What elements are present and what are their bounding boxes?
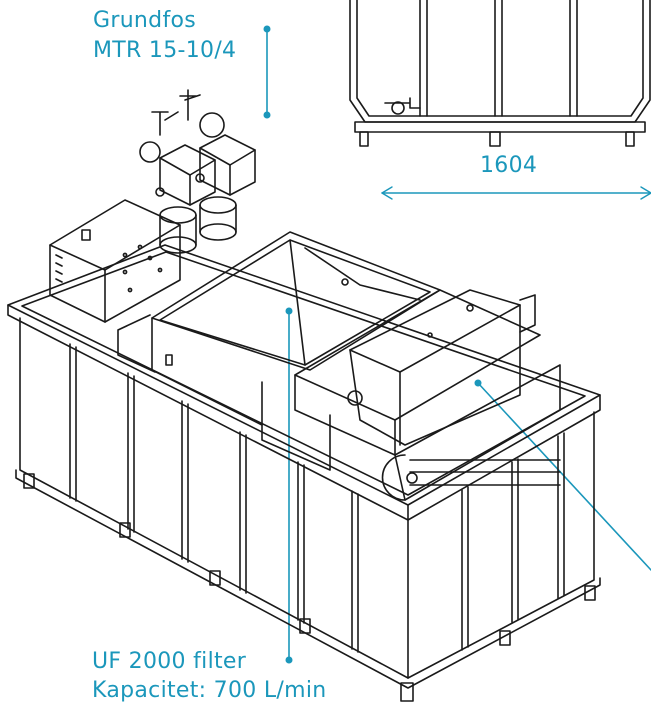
dimension-label: 1604 — [480, 153, 538, 178]
tank-top-view — [349, 0, 651, 147]
filter-unit — [261, 289, 561, 501]
filter-crank-icon — [347, 390, 363, 406]
main-tank — [7, 244, 601, 702]
pump-left — [139, 111, 216, 254]
pump-right — [179, 89, 256, 241]
dimension-arrow — [381, 186, 651, 200]
drain-valve-icon — [391, 101, 405, 115]
pump-label-line1: Grundfos — [93, 8, 197, 33]
pump-left-gauge-icon — [139, 141, 161, 163]
control-box — [49, 199, 181, 323]
filter-label-line2: Kapacitet: 700 L/min — [92, 678, 327, 703]
leader-dots — [263, 25, 482, 664]
pump-label-line2: MTR 15-10/4 — [93, 38, 237, 63]
filter-label-line1: UF 2000 filter — [92, 649, 247, 674]
